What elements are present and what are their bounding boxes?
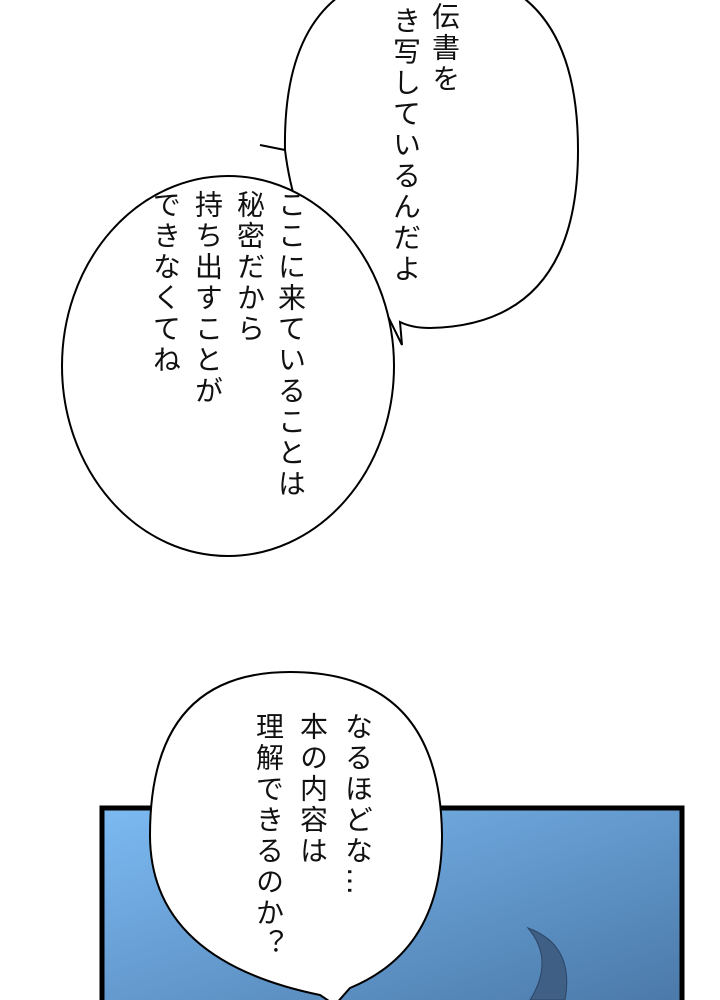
bubble-text-line: 持ち出すことが bbox=[191, 190, 224, 407]
bubble-text-line: き写しているんだよ bbox=[389, 6, 422, 285]
speech-bubble-2-shape bbox=[61, 175, 395, 557]
bubble-text-line: ここに来ていることは bbox=[274, 190, 307, 500]
horn-shape bbox=[526, 926, 568, 1000]
bubble-text-line: 理解できるのか？ bbox=[252, 712, 285, 960]
bubble-text-line: なるほどな… bbox=[341, 712, 374, 898]
bubble-text-line: できなくてね bbox=[149, 190, 182, 376]
bubble-text-line: 伝書を bbox=[428, 2, 461, 95]
speech-bubble-3-shape bbox=[148, 670, 444, 1000]
bubble-text-line: 秘密だから bbox=[233, 190, 266, 345]
bubble-text-line: 本の内容は bbox=[296, 712, 329, 867]
